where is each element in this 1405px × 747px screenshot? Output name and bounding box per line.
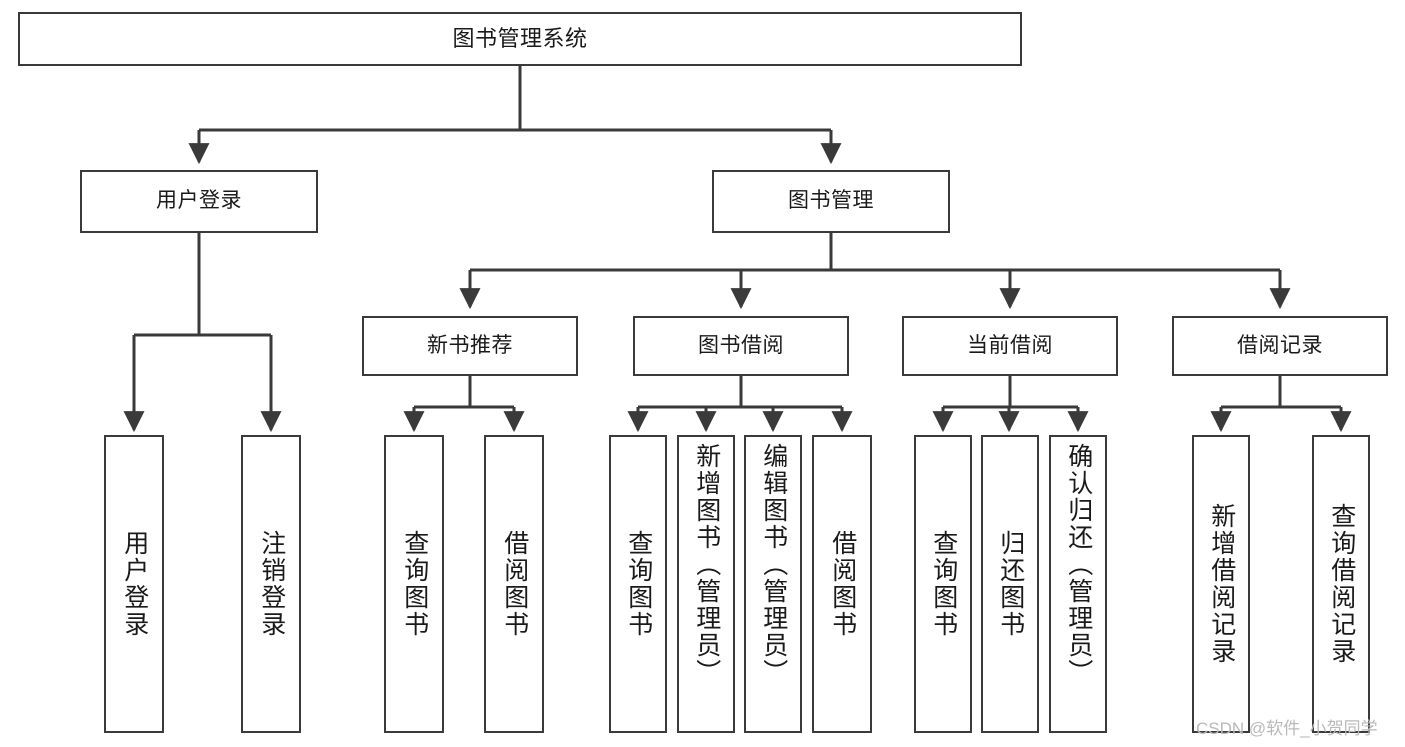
node-label: 查询图书 bbox=[929, 530, 958, 638]
node-leaf-query-record[interactable]: 查询借阅记录 bbox=[1312, 435, 1370, 733]
node-label: 归还图书 bbox=[996, 530, 1025, 638]
node-label: 新增借阅记录 bbox=[1207, 503, 1236, 665]
node-user-login[interactable]: 用户登录 bbox=[80, 170, 318, 233]
node-current-borrow[interactable]: 当前借阅 bbox=[902, 316, 1118, 376]
node-label: 借阅图书 bbox=[828, 530, 857, 638]
watermark: CSDN @软件_小贺同学 bbox=[1196, 719, 1378, 738]
node-leaf-query-book-1[interactable]: 查询图书 bbox=[384, 435, 444, 733]
node-leaf-return-book[interactable]: 归还图书 bbox=[981, 435, 1039, 733]
node-borrow-record[interactable]: 借阅记录 bbox=[1172, 316, 1388, 376]
node-label: 注销登录 bbox=[257, 530, 286, 638]
node-label: 图书借阅 bbox=[698, 333, 784, 357]
node-new-book-recommend[interactable]: 新书推荐 bbox=[362, 316, 578, 376]
node-book-management[interactable]: 图书管理 bbox=[712, 170, 950, 233]
node-label: 借阅图书 bbox=[500, 530, 529, 638]
node-label: 新增图书（管理员） bbox=[692, 443, 721, 686]
node-leaf-edit-book[interactable]: 编辑图书（管理员） bbox=[744, 435, 802, 733]
node-leaf-confirm-return[interactable]: 确认归还（管理员） bbox=[1049, 435, 1107, 733]
node-label: 用户登录 bbox=[120, 530, 149, 638]
node-label: 图书管理 bbox=[788, 189, 874, 213]
node-label: 当前借阅 bbox=[967, 333, 1053, 357]
node-label: 查询借阅记录 bbox=[1327, 503, 1356, 665]
node-leaf-borrow-book-1[interactable]: 借阅图书 bbox=[484, 435, 544, 733]
node-leaf-logout-login[interactable]: 注销登录 bbox=[241, 435, 301, 733]
node-book-borrow[interactable]: 图书借阅 bbox=[633, 316, 849, 376]
node-root-system[interactable]: 图书管理系统 bbox=[18, 12, 1022, 66]
node-label: 编辑图书（管理员） bbox=[759, 443, 788, 686]
node-label: 确认归还（管理员） bbox=[1064, 443, 1093, 686]
node-label: 查询图书 bbox=[400, 530, 429, 638]
node-label: 用户登录 bbox=[156, 189, 242, 213]
node-leaf-query-book-2[interactable]: 查询图书 bbox=[609, 435, 667, 733]
node-label: 借阅记录 bbox=[1237, 333, 1323, 357]
node-leaf-add-book[interactable]: 新增图书（管理员） bbox=[677, 435, 735, 733]
node-label: 查询图书 bbox=[624, 530, 653, 638]
node-label: 图书管理系统 bbox=[452, 26, 588, 52]
node-leaf-user-login[interactable]: 用户登录 bbox=[104, 435, 164, 733]
node-leaf-query-book-3[interactable]: 查询图书 bbox=[914, 435, 972, 733]
node-leaf-borrow-book-2[interactable]: 借阅图书 bbox=[812, 435, 872, 733]
node-label: 新书推荐 bbox=[427, 333, 513, 357]
node-leaf-add-record[interactable]: 新增借阅记录 bbox=[1192, 435, 1250, 733]
